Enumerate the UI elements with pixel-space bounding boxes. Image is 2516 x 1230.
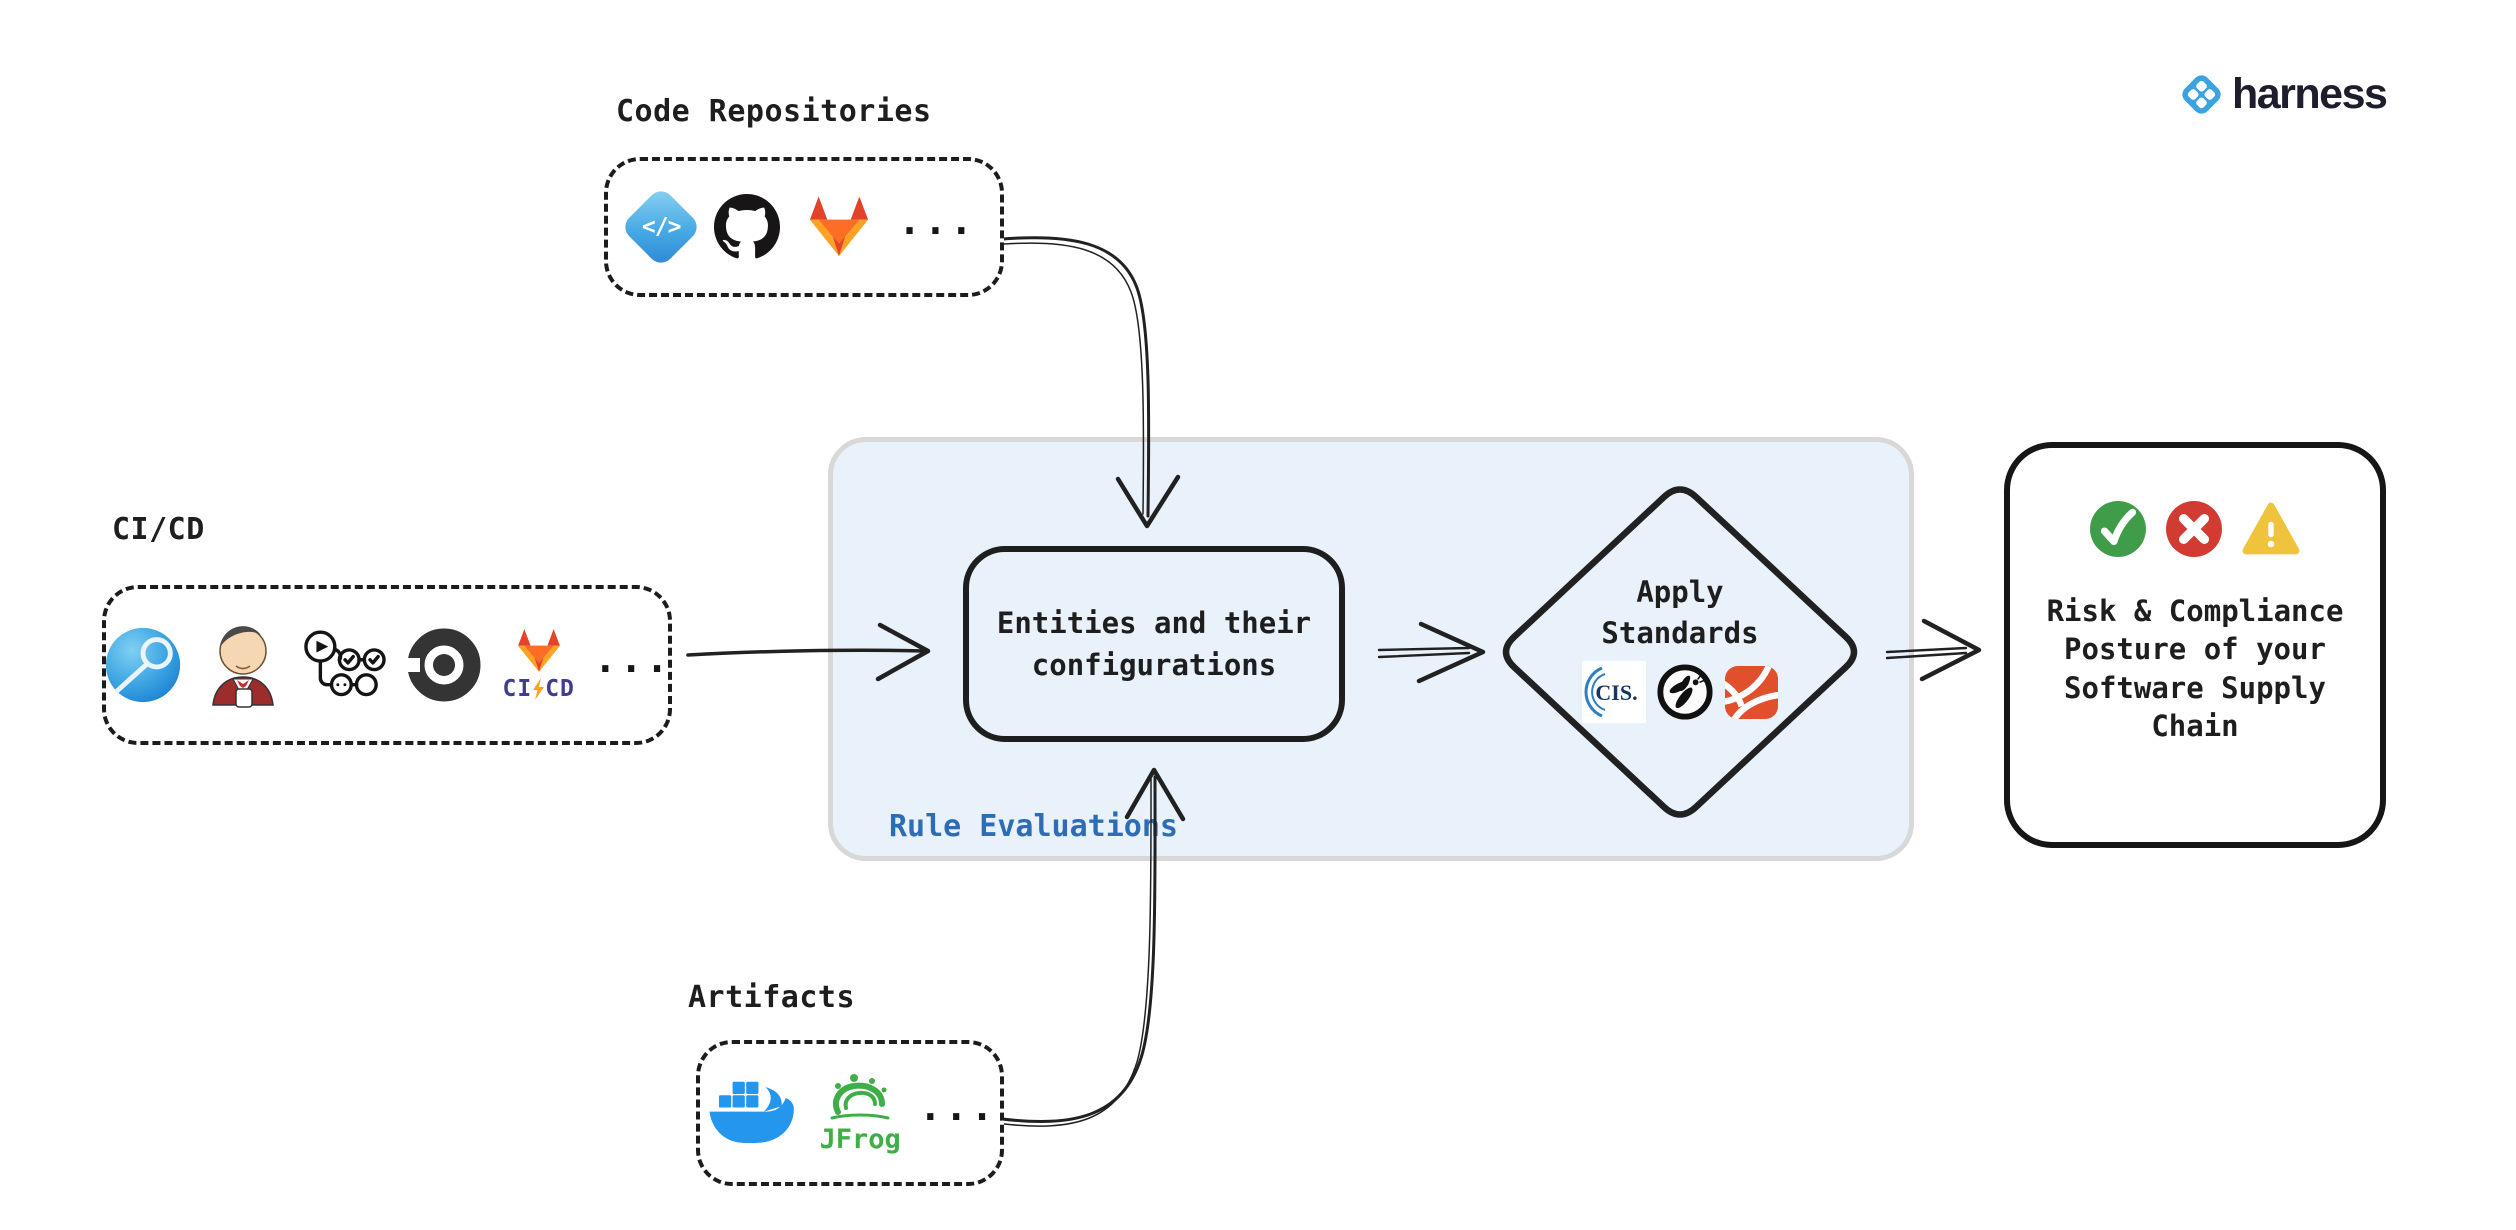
standards-ribbon-icon <box>1724 665 1779 720</box>
gitlab-cicd-wordmark: CI CD <box>502 676 575 702</box>
harness-logo-icon <box>2178 71 2225 118</box>
harness-brand: harness <box>2178 70 2388 119</box>
harness-wordmark: harness <box>2232 70 2388 118</box>
apply-standards-line-2: Standards <box>1601 615 1759 650</box>
lightning-icon <box>533 678 545 700</box>
more-indicator: ... <box>918 1085 997 1129</box>
owasp-icon <box>1656 663 1714 721</box>
code-repositories-box: </> ... <box>604 157 1004 297</box>
code-repositories-label: Code Repositories <box>616 94 932 129</box>
warning-icon <box>2241 501 2301 557</box>
cis-icon: CIS. <box>1581 661 1646 724</box>
outcome-text: Risk & Compliance Posture of your Softwa… <box>2046 594 2344 743</box>
harness-ci-icon <box>102 624 184 706</box>
standards-icons-row: CIS. <box>1545 661 1815 724</box>
cicd-label: CI/CD <box>112 512 205 547</box>
jfrog-wordmark: JFrog <box>819 1123 901 1155</box>
status-icons-row <box>2089 500 2301 558</box>
rule-evaluations-label: Rule Evaluations <box>889 809 1178 844</box>
more-indicator: ... <box>898 199 976 243</box>
docker-icon <box>704 1074 802 1152</box>
github-actions-icon <box>302 628 387 702</box>
entities-line-1: Entities and their <box>996 605 1312 640</box>
artifacts-label: Artifacts <box>688 980 856 1015</box>
cross-icon <box>2165 500 2223 558</box>
entities-configurations-box: Entities and their configurations <box>963 546 1345 742</box>
artifacts-box: JFrog ... <box>696 1040 1004 1186</box>
entities-line-2: configurations <box>1031 648 1277 682</box>
cicd-box: CI CD ... <box>102 585 672 745</box>
check-icon <box>2089 500 2147 558</box>
gitlab-cicd-icon: CI CD <box>502 628 574 702</box>
jfrog-icon: JFrog <box>819 1073 901 1155</box>
apply-standards-diamond: Apply Standards CIS. <box>1545 572 1815 724</box>
circleci-icon <box>405 626 483 704</box>
more-indicator: ... <box>593 637 672 681</box>
gitlab-icon <box>804 195 874 259</box>
risk-compliance-box: Risk & Compliance Posture of your Softwa… <box>2004 442 2386 848</box>
jenkins-icon <box>203 617 283 713</box>
apply-standards-line-1: Apply <box>1636 575 1724 609</box>
harness-code-icon: </> <box>620 185 703 269</box>
github-icon <box>714 194 781 260</box>
